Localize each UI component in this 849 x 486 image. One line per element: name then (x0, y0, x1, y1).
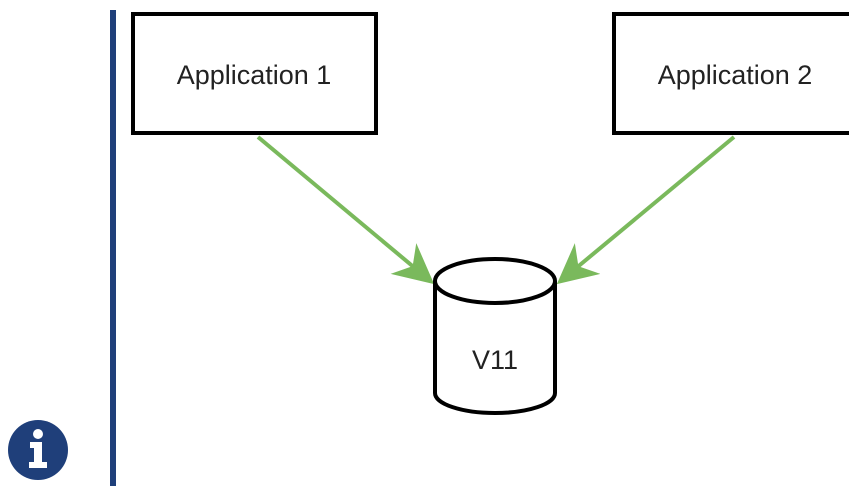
node-application-1[interactable]: Application 1 (131, 12, 378, 135)
left-accent-bar (110, 10, 116, 486)
edge-application-1-to-v11 (256, 135, 435, 285)
node-application-2[interactable]: Application 2 (612, 12, 849, 135)
edge-application-2-to-v11 (556, 135, 736, 285)
node-application-1-label: Application 1 (177, 60, 332, 90)
node-application-2-label: Application 2 (658, 60, 813, 90)
info-icon[interactable] (6, 418, 70, 482)
node-v11-label: V11 (472, 345, 518, 375)
node-v11-database[interactable]: V11 (433, 257, 557, 415)
